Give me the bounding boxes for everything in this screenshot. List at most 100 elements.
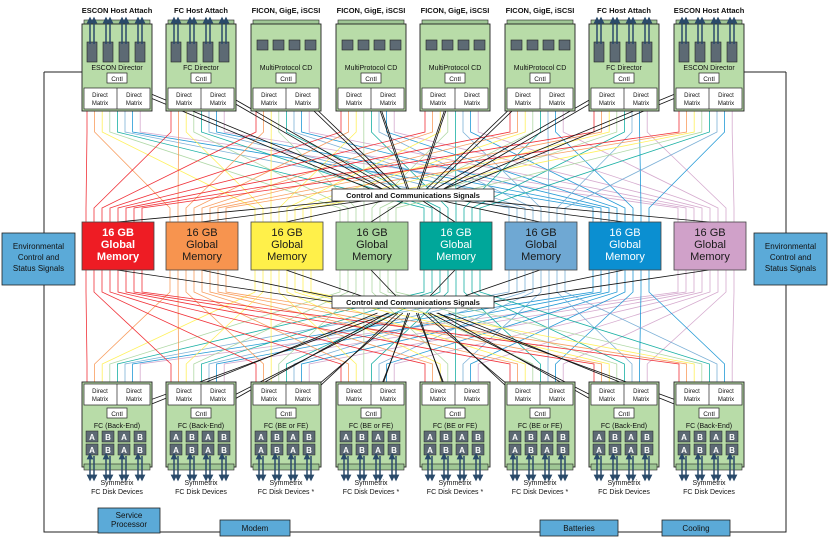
disk-label: FC Disk Devices * — [343, 489, 400, 496]
matrix-label: Matrix — [126, 397, 142, 403]
signal-line — [472, 199, 710, 223]
port-letter: B — [475, 446, 481, 455]
port-letter: A — [628, 446, 634, 455]
border-right-line — [730, 72, 787, 533]
director-name: FC Director — [183, 65, 219, 72]
port-block — [725, 430, 739, 443]
cntl-label: Cntl — [365, 411, 377, 418]
matrix-label: Matrix — [633, 397, 649, 403]
signal-line — [455, 199, 625, 223]
port-block — [457, 39, 470, 51]
port-letter: B — [644, 446, 650, 455]
signal-line — [116, 312, 378, 419]
port-block — [694, 41, 706, 63]
memory-box — [335, 221, 409, 271]
port-letter: A — [343, 446, 349, 455]
port-block — [389, 39, 402, 51]
cntl-label: Cntl — [280, 76, 292, 83]
signal-line — [116, 79, 390, 193]
port-block — [693, 430, 707, 443]
peripheral-box: Modem — [219, 519, 291, 537]
host-attach-label: ESCON Host Attach — [82, 6, 153, 15]
port-letter: A — [512, 446, 518, 455]
direct-label: Direct — [718, 389, 734, 395]
signal-line — [116, 199, 354, 223]
director-name: FC (BE or FE) — [433, 423, 477, 430]
port-letter: B — [560, 446, 566, 455]
direct-label: Direct — [176, 93, 192, 99]
port-letter: A — [290, 446, 296, 455]
port-block — [726, 41, 738, 63]
port-letter: B — [697, 433, 703, 442]
memory-label: 16 GB — [102, 227, 134, 239]
matrix-label: Matrix — [210, 101, 226, 107]
cntl-box — [360, 72, 382, 84]
environment-label: Environmental — [765, 242, 816, 251]
port-block — [169, 430, 183, 443]
director-name: FC (Back-End) — [601, 423, 647, 430]
port-block — [592, 430, 606, 443]
port-letter: A — [459, 446, 465, 455]
peripheral-label: Cooling — [682, 524, 709, 533]
host-attach-label: FICON, GigE, iSCSI — [506, 6, 575, 15]
direct-label: Direct — [210, 93, 226, 99]
matrix-label: Matrix — [92, 101, 108, 107]
interconnect-line — [177, 111, 179, 222]
peripheral-box: Cooling — [661, 519, 731, 537]
interconnect-line — [125, 111, 511, 222]
disk-label: Symmetrix — [269, 480, 303, 487]
direct-label: Direct — [718, 93, 734, 99]
port-letter: B — [137, 433, 143, 442]
port-letter: B — [528, 433, 534, 442]
matrix-label: Matrix — [261, 397, 277, 403]
direct-label: Direct — [295, 389, 311, 395]
port-block — [133, 430, 147, 443]
port-block — [102, 41, 114, 63]
interconnect-line — [125, 270, 511, 382]
environment-label: Control and — [770, 253, 811, 262]
port-block — [272, 39, 285, 51]
signal-line — [448, 83, 710, 193]
port-letter: A — [89, 433, 95, 442]
port-letter: B — [189, 446, 195, 455]
port-letter: A — [290, 433, 296, 442]
signal-line — [285, 199, 388, 223]
control-signals-top: Control and Communications Signals — [331, 188, 495, 202]
port-block — [471, 430, 485, 443]
port-letter: A — [544, 433, 550, 442]
port-letter: A — [681, 433, 687, 442]
host-attach-label: FICON, GigE, iSCSI — [337, 6, 406, 15]
cntl-label: Cntl — [449, 411, 461, 418]
port-letter: B — [612, 446, 618, 455]
interconnect-line — [185, 111, 264, 222]
memory-label: 16 GB — [694, 227, 725, 239]
disk-label: FC Disk Devices * — [258, 489, 315, 496]
disk-label: FC Disk Devices * — [427, 489, 484, 496]
interconnect-line — [133, 111, 595, 222]
port-letter: B — [443, 446, 449, 455]
matrix-label: Matrix — [295, 101, 311, 107]
port-block — [425, 39, 438, 51]
memory-label: 16 GB — [525, 227, 556, 239]
cntl-box — [190, 72, 212, 84]
interconnect-line — [564, 111, 718, 222]
port-letter: A — [343, 433, 349, 442]
port-letter: A — [596, 433, 602, 442]
matrix-label: Matrix — [633, 101, 649, 107]
port-letter: B — [274, 446, 280, 455]
port-letter: B — [105, 446, 111, 455]
peripheral-rect — [219, 519, 291, 537]
memory-label: Memory — [605, 251, 645, 263]
cntl-label: Cntl — [534, 411, 546, 418]
cntl-label: Cntl — [280, 411, 292, 418]
interconnect-line — [278, 111, 357, 222]
direct-label: Direct — [261, 93, 277, 99]
port-block — [101, 430, 115, 443]
matrix-label: Matrix — [92, 397, 108, 403]
memory-box — [250, 221, 324, 271]
signal-line — [421, 199, 456, 223]
port-letter: A — [427, 446, 433, 455]
